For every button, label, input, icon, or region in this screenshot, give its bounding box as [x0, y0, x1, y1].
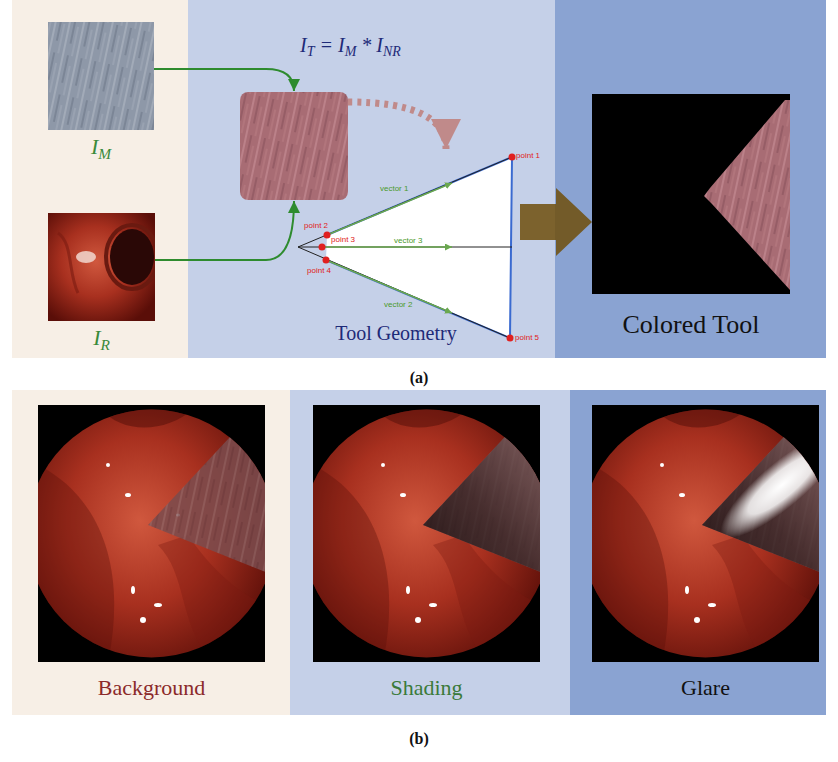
point-label: point 3 — [331, 235, 355, 244]
endoscopy-image — [592, 405, 838, 662]
vector-arrow — [322, 246, 452, 247]
band — [555, 0, 826, 358]
block-arrow — [520, 188, 592, 256]
flow-arrow — [348, 102, 446, 149]
band — [290, 390, 570, 715]
caption-label: Shading — [313, 675, 540, 701]
point-label: point 5 — [515, 333, 539, 342]
endoscopy-image — [38, 405, 278, 662]
colored-tool — [704, 100, 790, 290]
caption-label: Background — [38, 675, 265, 701]
point-label: point 1 — [516, 151, 540, 160]
point-dot — [319, 244, 326, 251]
geometry-panel: Tool Geometry — [296, 150, 520, 350]
vector-arrow — [327, 183, 452, 235]
point-dot — [509, 154, 516, 161]
endoscopy-image — [313, 405, 553, 662]
point-label: point 2 — [304, 221, 328, 230]
result-image: Background — [38, 405, 265, 662]
point-dot — [323, 257, 330, 264]
point-dot — [324, 232, 331, 239]
subfigure-label: (a) — [399, 368, 439, 388]
tool-texture — [240, 92, 348, 200]
flow-arrow — [154, 69, 294, 91]
math-label: IM — [28, 134, 174, 160]
flow-arrow — [155, 201, 294, 260]
result-image: Shading — [313, 405, 540, 662]
texture-tile: IT = IM * INR — [240, 92, 348, 200]
math-label: IT = IM * INR — [300, 34, 470, 57]
vector-label: vector 2 — [384, 300, 412, 309]
result-image: Glare — [592, 405, 819, 662]
image-tile: IM — [48, 22, 154, 130]
image-tile: IR — [48, 213, 155, 321]
caption-label: Glare — [592, 675, 819, 701]
geometry-line — [298, 157, 512, 247]
vector-label: vector 3 — [394, 236, 422, 245]
subfigure-label: (b) — [399, 729, 439, 749]
band — [188, 0, 555, 358]
caption-label: Colored Tool — [572, 310, 810, 340]
output-panel: Colored Tool — [592, 94, 790, 294]
caption-label: Tool Geometry — [316, 322, 476, 345]
point-label: point 4 — [307, 266, 331, 275]
black-canvas — [592, 94, 790, 294]
vector-label: vector 1 — [380, 184, 408, 193]
math-label: IR — [28, 325, 175, 351]
band — [12, 390, 290, 715]
vector-arrow — [326, 260, 452, 313]
geometry-line — [298, 247, 512, 248]
metal-texture — [48, 22, 154, 130]
band — [12, 0, 188, 358]
real-image — [48, 213, 158, 321]
point-dot — [507, 335, 514, 342]
